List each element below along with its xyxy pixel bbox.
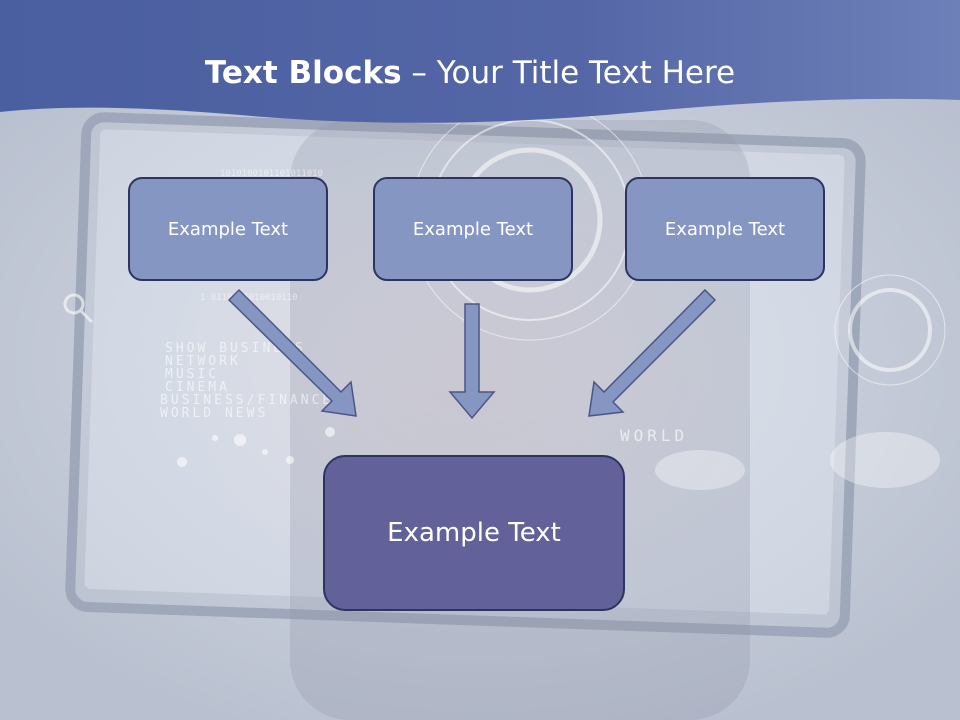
tablet-frame [65,112,866,638]
network-nodes [177,427,335,467]
title-bold: Text Blocks [204,55,402,91]
target-text-label: Example Text [387,518,561,548]
text-block-label: Example Text [167,218,289,240]
arrow-right [588,288,717,417]
slide-title: Text Blocks – Your Title Text Here [0,55,940,91]
magnifier-icon [63,293,94,324]
target-text-block[interactable]: Example Text [323,455,625,611]
text-block-2[interactable]: Example Text [373,177,573,281]
menu-text: SHOW BUSINESS [165,341,306,356]
menu-text: NETWORK [165,354,241,369]
menu-text: WORLD NEWS [160,406,268,421]
arrow-left [227,288,357,417]
text-block-label: Example Text [664,218,786,240]
menu-text: MUSIC [165,367,219,382]
header-band [0,0,960,123]
menu-text: BUSINESS/FINANCE [160,393,333,408]
world-map [655,432,940,490]
world-text: WORLD [620,426,688,445]
menu-texts: SHOW BUSINESS NETWORK MUSIC CINEMA BUSIN… [160,341,333,421]
title-rest: Your Title Text Here [436,55,736,91]
digits-text: 1 0110111010010110 [200,293,298,303]
arrow-center [448,303,496,420]
menu-text: CINEMA [165,380,230,395]
text-block-1[interactable]: Example Text [128,177,328,281]
text-block-3[interactable]: Example Text [625,177,825,281]
title-dash: – [401,55,437,91]
text-block-label: Example Text [412,218,534,240]
digits-text: 1010100101101011010 [220,169,323,179]
